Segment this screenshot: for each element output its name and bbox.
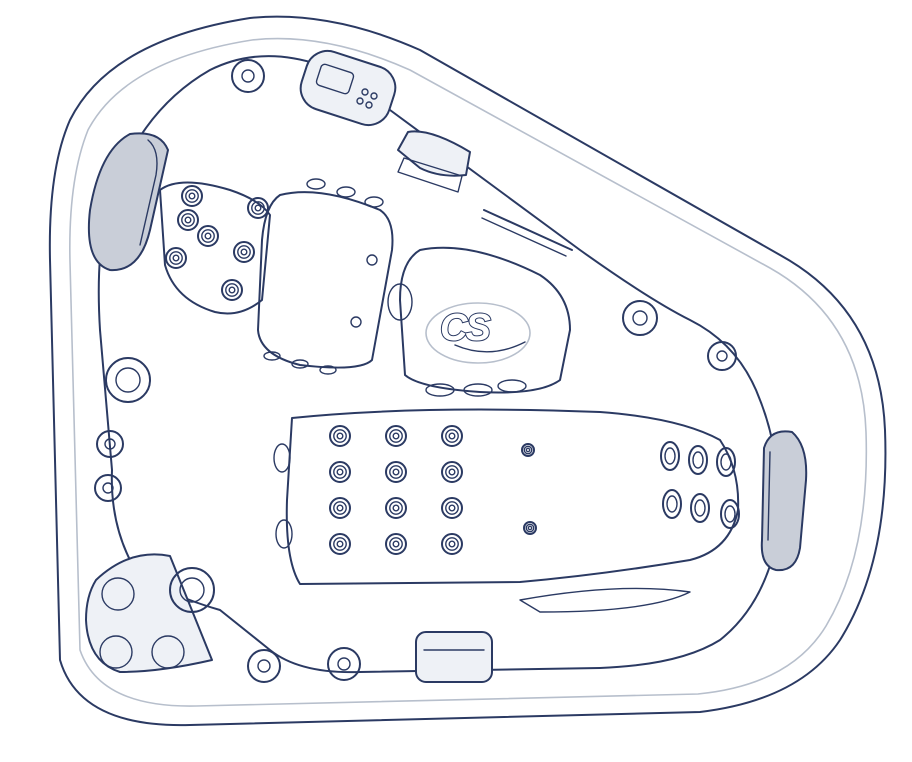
diverter-valve-top[interactable] [231,59,265,93]
massage-jet [181,185,203,207]
massage-jet [385,497,407,519]
air-jet [350,316,362,328]
diverter-valve-right-1[interactable] [622,300,658,336]
headrest-pillow-left [87,132,169,272]
massage-jet [441,533,463,555]
corner-jet-large [169,567,215,613]
seat-center-upper [257,191,394,369]
tub-outer-shell [48,15,887,727]
massage-jet [441,497,463,519]
seat-left-back [159,181,271,315]
control-panel[interactable] [295,45,401,130]
massage-jet [523,521,537,535]
handrail[interactable] [481,209,573,257]
cup-holder [99,635,133,669]
massage-jet [441,425,463,447]
foot-jet [662,489,682,519]
foot-jet [716,447,736,477]
tub-basin [97,55,781,674]
massage-jet [329,497,351,519]
massage-jet [197,225,219,247]
massage-jet [329,533,351,555]
diverter-valve-bottom-left[interactable] [247,649,281,683]
foot-jet [688,445,708,475]
control-button-4[interactable] [365,101,373,109]
control-display [315,63,355,95]
logo-seat: CS [399,246,571,394]
massage-jet [521,443,535,457]
lounger-foot-curve [519,587,691,613]
massage-jet [247,197,269,219]
footwell-side-jets [273,283,413,549]
control-button-3[interactable] [356,97,364,105]
filter-handle-bottom[interactable] [415,631,493,683]
brand-logo-text: CS [440,307,490,349]
massage-jet [441,461,463,483]
massage-jet [221,279,243,301]
control-button-2[interactable] [370,92,378,100]
neck-jets [306,178,384,208]
jet-cluster-left-seat [165,185,269,301]
foot-jet [660,441,680,471]
jet-cluster-foot [660,441,740,529]
filter-handle-top[interactable] [397,130,471,193]
lounger-seat [285,408,740,585]
foot-jet [690,493,710,523]
left-wall-jets [94,430,124,502]
control-button-1[interactable] [361,88,369,96]
cup-holder [101,577,135,611]
foot-jet [720,499,740,529]
tub-rim-line [69,37,868,707]
air-jet [366,254,378,266]
diverter-valve-bottom-right[interactable] [327,647,361,681]
cup-holder [151,635,185,669]
massage-jet [165,247,187,269]
diverter-valve-right-2[interactable] [707,341,737,371]
jet-grid-lounger [329,425,537,555]
corner-seat-lower-left [85,553,215,673]
massage-jet [329,461,351,483]
massage-jet [385,425,407,447]
massage-jet [233,241,255,263]
edge-jets [263,351,527,397]
cupholder-left [105,357,151,403]
massage-jet [385,461,407,483]
massage-jet [177,209,199,231]
massage-jet [329,425,351,447]
headrest-pillow-right [760,430,808,572]
massage-jet [385,533,407,555]
